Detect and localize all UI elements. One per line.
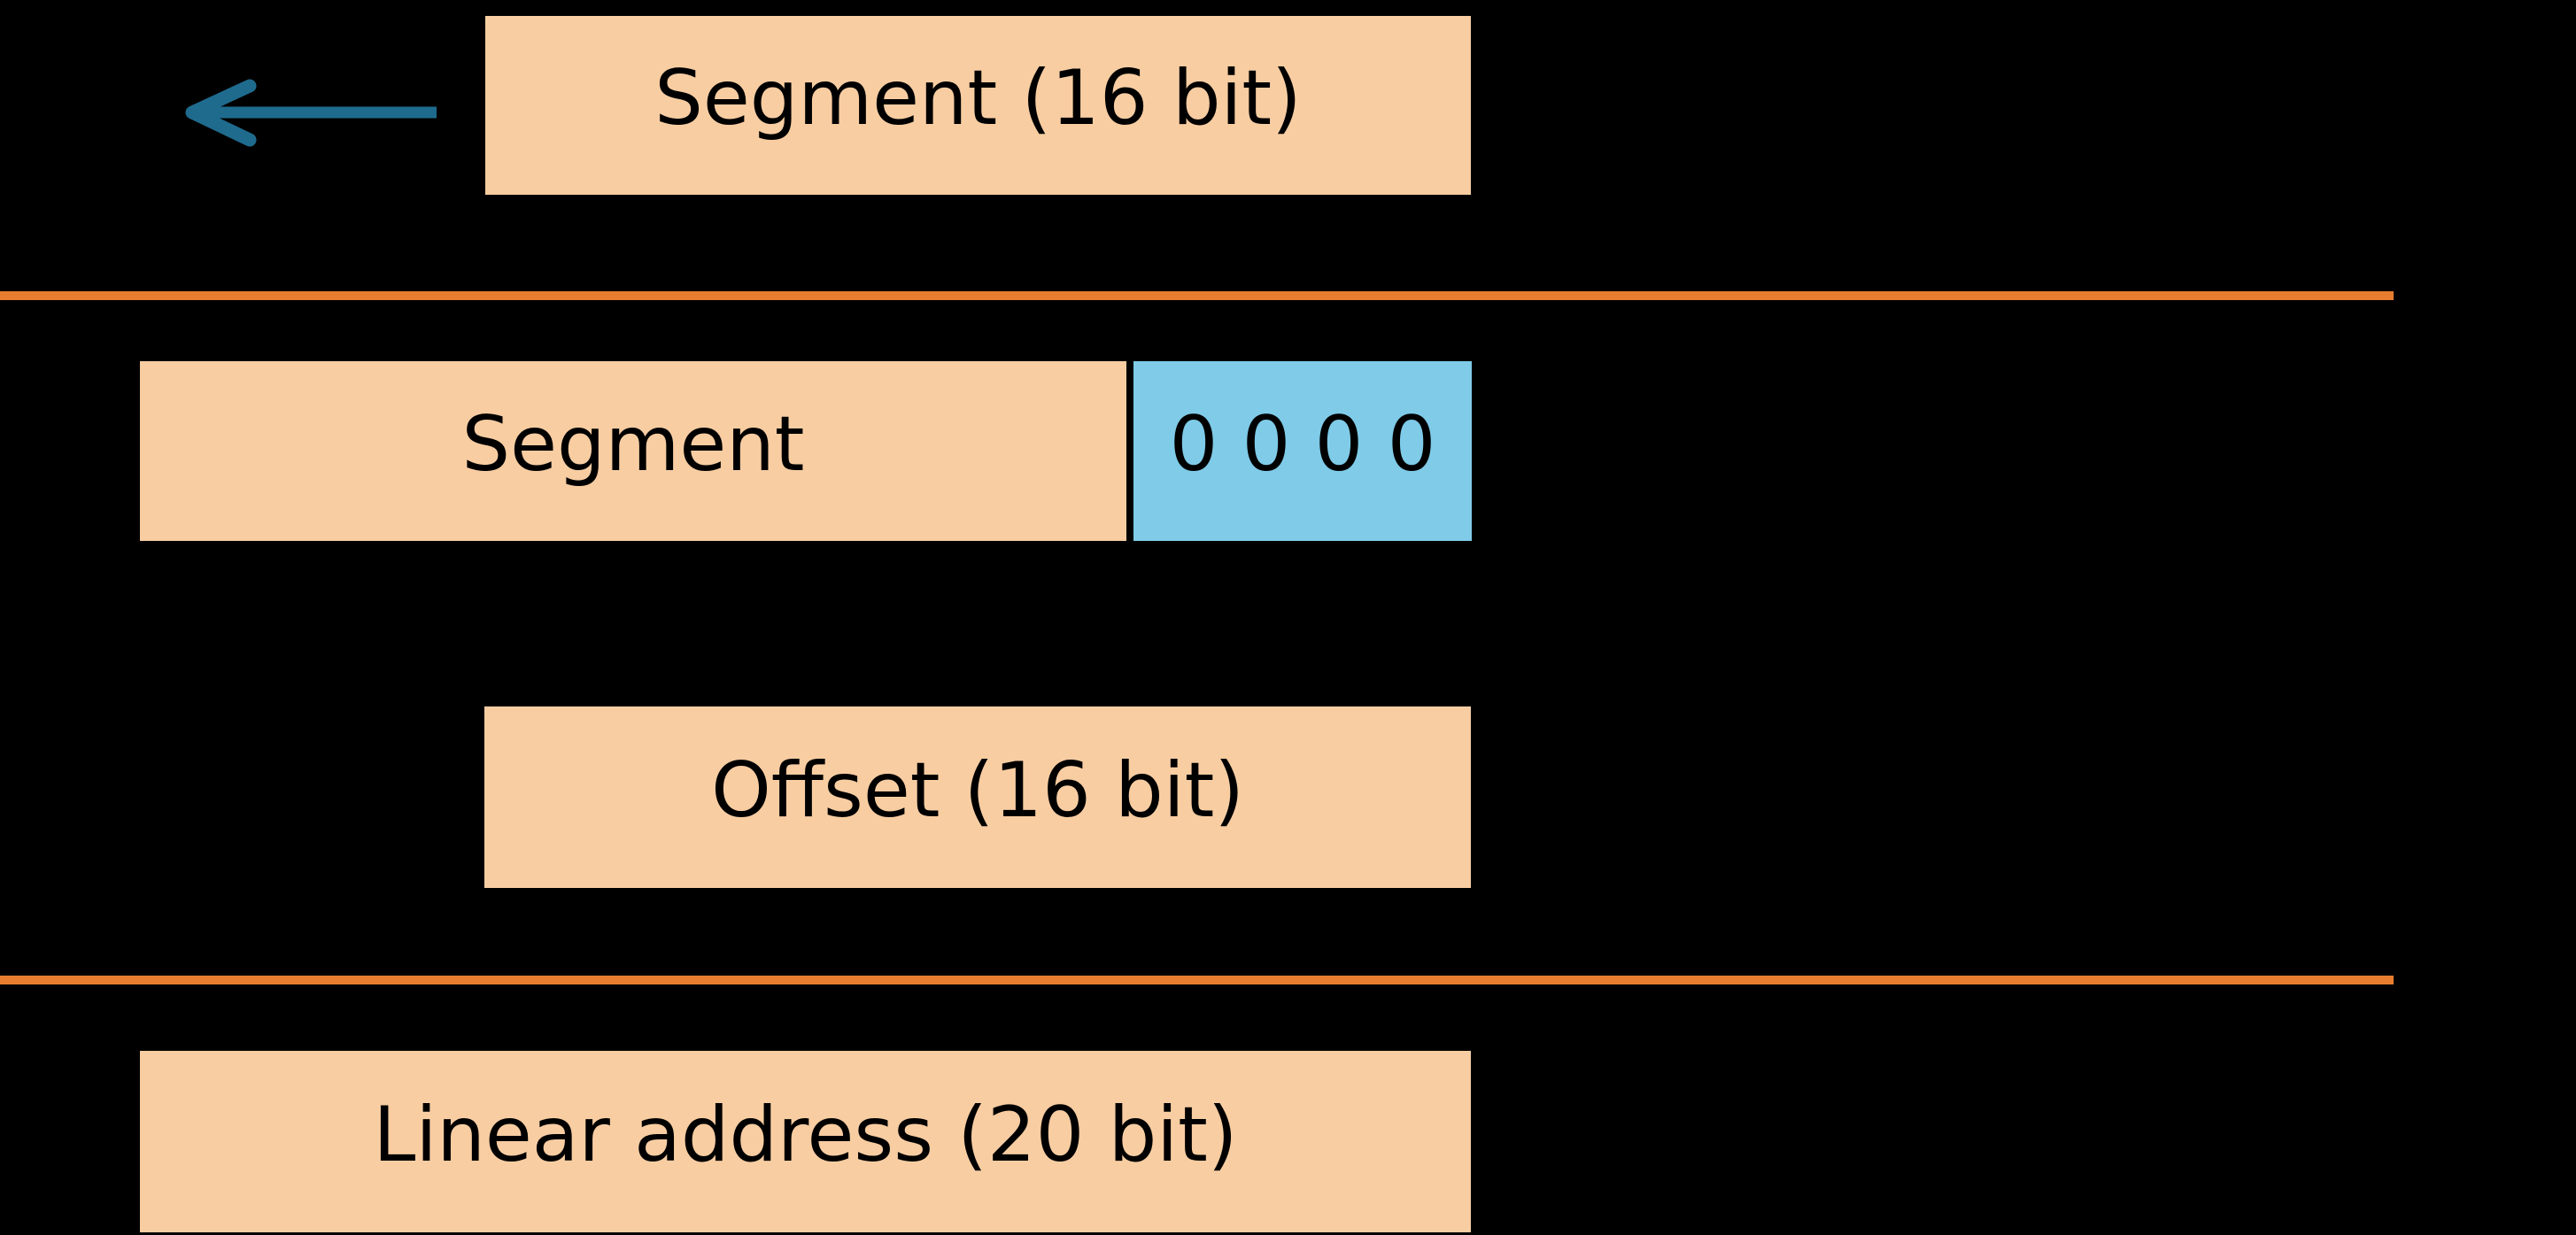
shift-left-arrow-icon bbox=[185, 79, 437, 147]
shifted-segment-label: Segment bbox=[461, 399, 805, 489]
offset-16bit-label: Offset (16 bit) bbox=[711, 745, 1244, 835]
linear-address-20bit-box: Linear address (20 bit) bbox=[140, 1051, 1471, 1232]
offset-16bit-box: Offset (16 bit) bbox=[484, 706, 1471, 888]
appended-zero-bits-box: 0 0 0 0 bbox=[1133, 361, 1472, 541]
segment-16bit-box: Segment (16 bit) bbox=[485, 16, 1471, 195]
divider-line-bottom bbox=[0, 976, 2394, 984]
appended-zero-bits-label: 0 0 0 0 bbox=[1169, 399, 1436, 489]
shifted-segment-box: Segment bbox=[140, 361, 1126, 541]
segment-16bit-label: Segment (16 bit) bbox=[654, 54, 1302, 143]
linear-address-20bit-label: Linear address (20 bit) bbox=[373, 1090, 1238, 1179]
divider-line-top bbox=[0, 291, 2394, 300]
